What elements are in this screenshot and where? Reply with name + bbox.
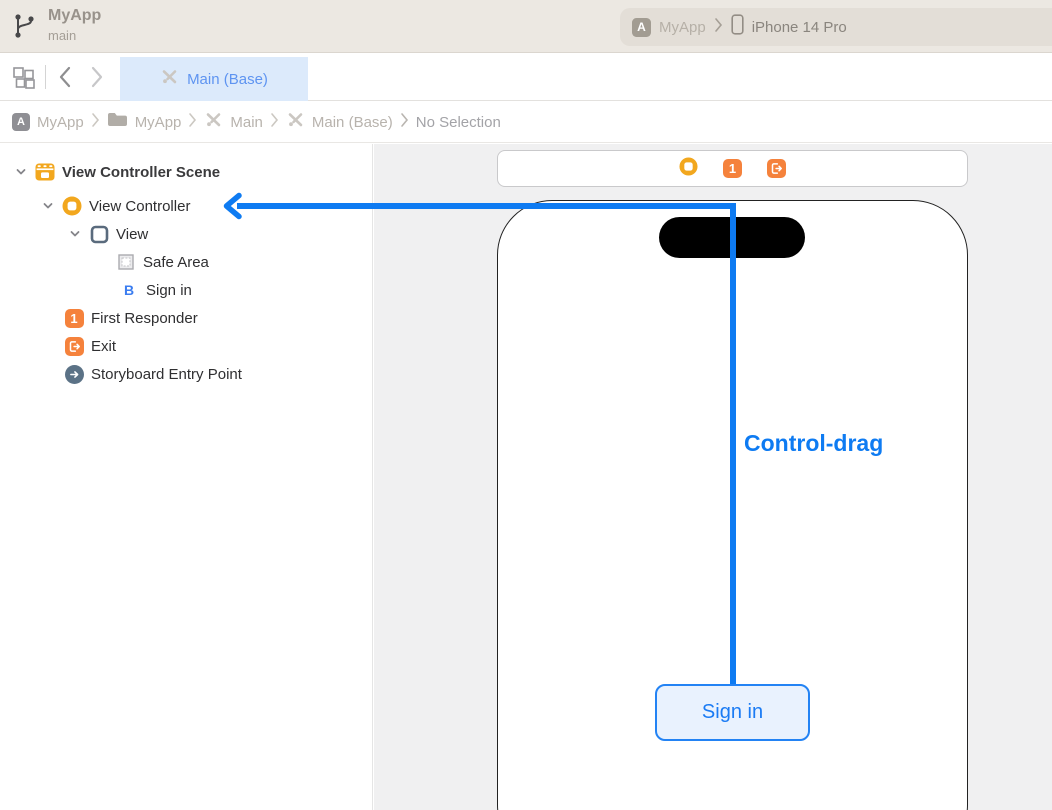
outline-row-entry-point[interactable]: Storyboard Entry Point (0, 360, 372, 388)
related-items-icon[interactable] (12, 66, 37, 96)
entry-point-icon (64, 364, 84, 384)
outline-row-exit[interactable]: Exit (0, 332, 372, 360)
outline-row-safe-area[interactable]: Safe Area (0, 248, 372, 276)
outline-label[interactable]: Safe Area (143, 253, 209, 271)
safe-area-icon (116, 252, 136, 272)
chevron-right-icon (91, 112, 100, 133)
phone-icon (731, 14, 744, 40)
breadcrumb-group[interactable]: MyApp (134, 113, 182, 131)
first-responder-badge: 1 (64, 308, 84, 328)
outline-label[interactable]: View Controller (89, 197, 191, 215)
outline-row-view-controller[interactable]: View Controller (0, 192, 372, 220)
view-controller-icon[interactable] (679, 156, 698, 181)
app-icon: A (632, 17, 651, 37)
scheme-selector[interactable]: A MyApp iPhone 14 Pro (620, 8, 1052, 46)
chevron-right-icon (714, 17, 723, 38)
breadcrumb-project[interactable]: MyApp (37, 113, 84, 131)
branch-name: main (48, 28, 77, 43)
first-responder-icon[interactable]: 1 (723, 159, 742, 178)
back-button[interactable] (56, 65, 76, 94)
chevron-right-icon (270, 112, 279, 133)
project-title: MyApp (48, 7, 102, 24)
chevron-down-icon[interactable] (41, 200, 55, 212)
folder-icon (107, 111, 128, 133)
storyboard-icon (286, 110, 305, 134)
document-outline: View Controller Scene View Controller Vi… (0, 144, 373, 810)
storyboard-icon (160, 67, 179, 91)
outline-label[interactable]: First Responder (91, 309, 198, 327)
tab-label[interactable]: Main (Base) (187, 70, 268, 88)
outline-label[interactable]: View Controller Scene (62, 163, 221, 181)
tab-main-base[interactable]: Main (Base) (120, 57, 308, 101)
breadcrumb: A MyApp MyApp Main Main (Base) No Select… (0, 102, 1052, 143)
outline-label[interactable]: Sign in (146, 281, 192, 299)
toolbar-divider (45, 65, 46, 89)
breadcrumb-file[interactable]: Main (230, 113, 263, 131)
chevron-down-icon[interactable] (68, 228, 82, 240)
first-responder-icon: 1 (64, 308, 84, 328)
exit-icon[interactable] (767, 159, 786, 178)
app-icon: A (12, 113, 30, 131)
button-icon: B (119, 280, 139, 300)
outline-label[interactable]: Exit (91, 337, 117, 355)
outline-row-signin[interactable]: B Sign in (0, 276, 372, 304)
scene-dock: 1 (497, 150, 968, 187)
control-drag-line-horizontal (237, 203, 736, 209)
view-icon (89, 224, 109, 244)
chevron-right-icon (400, 112, 409, 133)
title-bar: MyApp main A MyApp iPhone 14 Pro (0, 0, 1052, 53)
chevron-right-icon (188, 112, 197, 133)
outline-row-scene[interactable]: View Controller Scene (0, 158, 372, 186)
outline-label[interactable]: Storyboard Entry Point (91, 365, 242, 383)
run-destination[interactable]: iPhone 14 Pro (751, 18, 847, 36)
scheme-name[interactable]: MyApp (659, 18, 706, 36)
storyboard-icon (204, 110, 223, 134)
exit-icon (64, 336, 84, 356)
editor-tab-bar: Main (Base) (0, 54, 1052, 101)
outline-row-first-responder[interactable]: 1 First Responder (0, 304, 372, 332)
chevron-down-icon[interactable] (14, 166, 28, 178)
breadcrumb-selection[interactable]: No Selection (415, 113, 501, 131)
outline-label[interactable]: View (116, 225, 149, 243)
control-drag-line-vertical (730, 203, 736, 684)
view-controller-icon (62, 196, 82, 216)
breadcrumb-localization[interactable]: Main (Base) (311, 113, 393, 131)
canvas-signin-button[interactable]: Sign in (655, 684, 810, 741)
arrow-left-icon (222, 192, 244, 225)
forward-button[interactable] (86, 65, 106, 94)
scene-icon (35, 162, 55, 182)
control-drag-label: Control-drag (744, 430, 884, 456)
button-badge: B (123, 282, 135, 298)
outline-row-view[interactable]: View (0, 220, 372, 248)
git-branch-icon (12, 11, 38, 46)
